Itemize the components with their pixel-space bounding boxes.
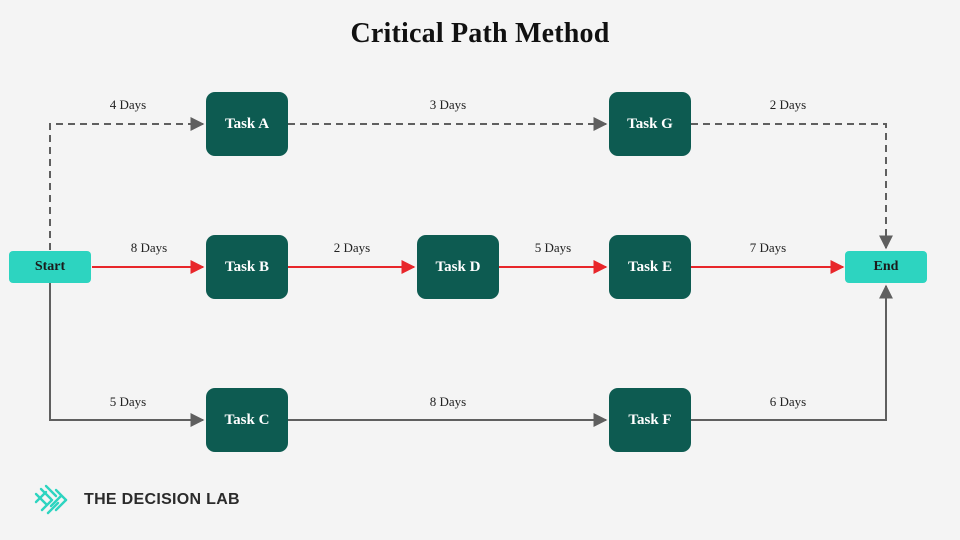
edge-label-f-end: 6 Days [769, 394, 807, 409]
edge-start-a [49, 117, 205, 250]
edge-label-e-end: 7 Days [749, 240, 787, 255]
node-task-g: Task G [609, 92, 691, 156]
node-task-c: Task C [206, 388, 288, 452]
node-start: Start [9, 251, 91, 283]
edge-label-d-e: 5 Days [534, 240, 572, 255]
edge-g-end [691, 123, 893, 250]
edge-label-g-end: 2 Days [769, 97, 807, 112]
edge-label-b-d: 2 Days [333, 240, 371, 255]
edge-label-start-a: 4 Days [109, 97, 147, 112]
edge-label-a-g: 3 Days [429, 97, 467, 112]
node-task-f: Task F [609, 388, 691, 452]
node-task-b: Task B [206, 235, 288, 299]
page-title: Critical Path Method [350, 18, 610, 49]
brand-name: THE DECISION LAB [84, 491, 240, 508]
node-task-d: Task D [417, 235, 499, 299]
node-task-a: Task A [206, 92, 288, 156]
decision-lab-logo-icon [34, 484, 68, 515]
edge-label-c-f: 8 Days [429, 394, 467, 409]
brand: THE DECISION LAB [32, 484, 240, 516]
node-end: End [845, 251, 927, 283]
edge-label-start-b: 8 Days [130, 240, 168, 255]
edge-start-c [49, 283, 205, 427]
node-task-e: Task E [609, 235, 691, 299]
edge-label-start-c: 5 Days [109, 394, 147, 409]
edge-f-end [691, 284, 893, 421]
